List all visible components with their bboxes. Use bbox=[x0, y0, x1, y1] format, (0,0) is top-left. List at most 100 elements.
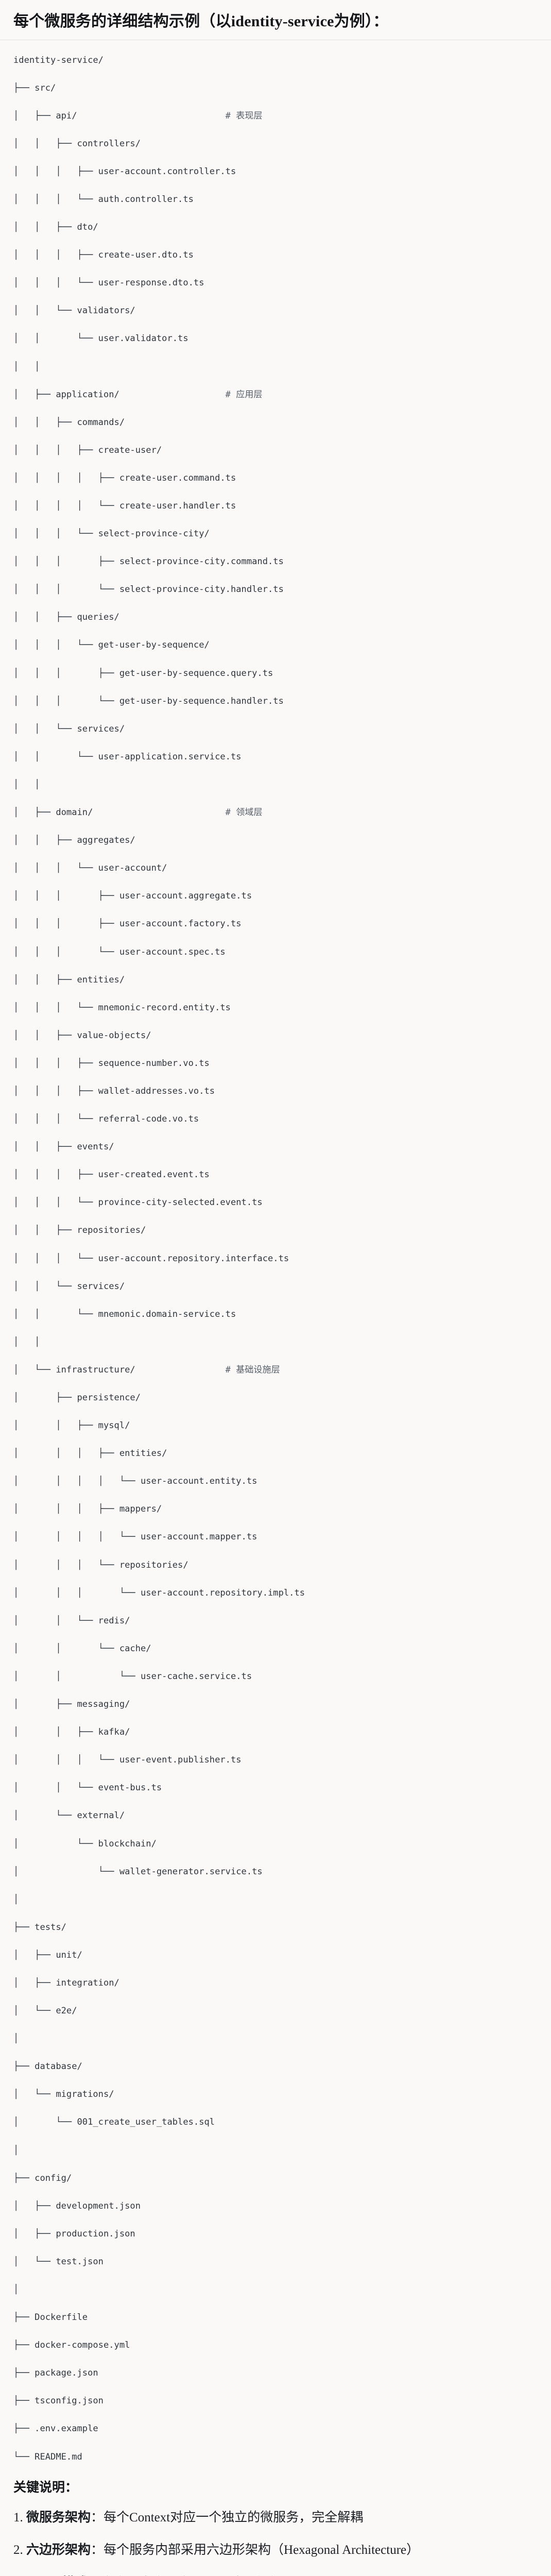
tree-line: │ │ │ └── user-event.publisher.ts bbox=[13, 1753, 538, 1767]
tree-line-text: │ │ └── user-application.service.ts bbox=[13, 752, 242, 762]
tree-line-text: │ │ ├── repositories/ bbox=[13, 1225, 146, 1235]
tree-line: │ bbox=[13, 2032, 538, 2046]
tree-line: ├── config/ bbox=[13, 2172, 538, 2185]
tree-line-text: │ ├── domain/ bbox=[13, 807, 93, 818]
tree-line-text: ├── database/ bbox=[13, 2061, 82, 2072]
tree-line-text: │ │ ├── mysql/ bbox=[13, 1420, 130, 1431]
tree-line: │ │ │ └── user-account.repository.impl.t… bbox=[13, 1586, 538, 1600]
tree-line-text: ├── docker-compose.yml bbox=[13, 2340, 130, 2350]
tree-line-text: │ │ └── mnemonic.domain-service.ts bbox=[13, 1309, 236, 1319]
tree-line-text: │ │ ├── aggregates/ bbox=[13, 835, 135, 845]
tree-line: │ │ │ ├── mappers/ bbox=[13, 1502, 538, 1516]
tree-line: │ │ ├── events/ bbox=[13, 1140, 538, 1154]
tree-line: │ ├── development.json bbox=[13, 2199, 538, 2213]
tree-line-text: │ │ ├── kafka/ bbox=[13, 1727, 130, 1737]
tree-line-text: │ │ │ └── get-user-by-sequence/ bbox=[13, 640, 210, 650]
tree-line-text: ├── src/ bbox=[13, 83, 56, 93]
directory-tree: identity-service/ ├── src/ │ ├── api/ # … bbox=[13, 54, 538, 2464]
tree-line-text: │ └── test.json bbox=[13, 2257, 104, 2267]
tree-line: │ bbox=[13, 2283, 538, 2297]
tree-line-text: │ ├── persistence/ bbox=[13, 1393, 141, 1403]
tree-line: │ │ │ │ └── create-user.handler.ts bbox=[13, 499, 538, 513]
tree-line-text: │ │ ├── events/ bbox=[13, 1142, 114, 1152]
tree-line: │ │ ├── entities/ bbox=[13, 973, 538, 987]
tree-line-text: │ ├── api/ bbox=[13, 111, 77, 121]
tree-line: │ └── blockchain/ bbox=[13, 1837, 538, 1851]
tree-line: │ │ └── mnemonic.domain-service.ts bbox=[13, 1308, 538, 1321]
tree-line: identity-service/ bbox=[13, 54, 538, 67]
key-point-item: 1. 微服务架构：每个Context对应一个独立的微服务，完全解耦 bbox=[13, 2508, 538, 2528]
tree-line: │ └── infrastructure/ # 基础设施层 bbox=[13, 1363, 538, 1377]
tree-line-text: └── README.md bbox=[13, 2452, 82, 2462]
tree-line: │ │ └── cache/ bbox=[13, 1642, 538, 1656]
tree-line-text: │ │ │ ├── user-account.controller.ts bbox=[13, 166, 236, 177]
tree-line-text: │ │ └── validators/ bbox=[13, 306, 135, 316]
tree-line: │ ├── domain/ # 领域层 bbox=[13, 806, 538, 820]
tree-line: │ │ └── user.validator.ts bbox=[13, 332, 538, 346]
tree-line-text: │ │ │ ├── user-created.event.ts bbox=[13, 1170, 210, 1180]
tree-line-text: │ │ └── redis/ bbox=[13, 1616, 130, 1626]
tree-line: ├── docker-compose.yml bbox=[13, 2338, 538, 2352]
tree-line-text: │ │ ├── queries/ bbox=[13, 612, 119, 622]
tree-line: │ │ │ └── repositories/ bbox=[13, 1558, 538, 1572]
tree-line-text: │ │ │ └── auth.controller.ts bbox=[13, 194, 194, 205]
tree-line: │ │ │ └── user-account/ bbox=[13, 861, 538, 875]
key-point-separator: ： bbox=[91, 2543, 104, 2557]
tree-line: │ │ │ │ └── user-account.entity.ts bbox=[13, 1475, 538, 1488]
tree-line: │ bbox=[13, 1893, 538, 1907]
key-point-number: 2. bbox=[13, 2543, 26, 2557]
tree-line-text: │ │ │ ├── select-province-city.command.t… bbox=[13, 556, 284, 567]
tree-line-text: │ │ │ ├── sequence-number.vo.ts bbox=[13, 1058, 210, 1069]
tree-line-text: │ │ ├── entities/ bbox=[13, 975, 125, 985]
tree-line-pad bbox=[135, 1365, 226, 1375]
tree-line-text: │ │ bbox=[13, 362, 40, 372]
tree-line-text: │ │ │ └── user-account/ bbox=[13, 863, 167, 873]
tree-line: │ └── test.json bbox=[13, 2255, 538, 2269]
tree-line: │ │ │ ├── entities/ bbox=[13, 1447, 538, 1461]
tree-line: │ │ └── services/ bbox=[13, 722, 538, 736]
tree-line: │ │ └── event-bus.ts bbox=[13, 1781, 538, 1795]
tree-line: ├── tsconfig.json bbox=[13, 2394, 538, 2408]
tree-line: │ │ │ └── auth.controller.ts bbox=[13, 193, 538, 207]
tree-line-text: │ └── wallet-generator.service.ts bbox=[13, 1867, 263, 1877]
key-point-description: 每个Context对应一个独立的微服务，完全解耦 bbox=[104, 2511, 363, 2524]
tree-line-text: │ bbox=[13, 2284, 19, 2295]
tree-line: │ │ │ ├── create-user.dto.ts bbox=[13, 248, 538, 262]
tree-line-text: │ │ └── user-cache.service.ts bbox=[13, 1671, 252, 1682]
tree-line-text: │ ├── production.json bbox=[13, 2229, 135, 2239]
tree-line: │ │ │ ├── get-user-by-sequence.query.ts bbox=[13, 667, 538, 681]
tree-line-text: │ ├── development.json bbox=[13, 2201, 141, 2211]
tree-line: │ │ │ └── referral-code.vo.ts bbox=[13, 1112, 538, 1126]
tree-line: │ │ ├── mysql/ bbox=[13, 1419, 538, 1433]
tree-line-text: │ │ │ │ └── user-account.entity.ts bbox=[13, 1476, 257, 1486]
tree-line-text: │ bbox=[13, 2145, 19, 2156]
tree-line-comment: # 领域层 bbox=[226, 807, 263, 818]
tree-line: │ └── 001_create_user_tables.sql bbox=[13, 2115, 538, 2129]
tree-line: │ │ │ ├── sequence-number.vo.ts bbox=[13, 1057, 538, 1071]
tree-line: │ │ bbox=[13, 1335, 538, 1349]
key-points-list: 1. 微服务架构：每个Context对应一个独立的微服务，完全解耦 2. 六边形架… bbox=[13, 2508, 538, 2576]
tree-line: │ │ │ └── province-city-selected.event.t… bbox=[13, 1196, 538, 1210]
tree-line: │ │ │ └── user-account.repository.interf… bbox=[13, 1252, 538, 1266]
page-title: 每个微服务的详细结构示例（以identity-service为例）： bbox=[0, 0, 551, 40]
tree-line: │ ├── persistence/ bbox=[13, 1391, 538, 1405]
tree-line-text: │ │ bbox=[13, 779, 40, 790]
tree-line: │ │ ├── queries/ bbox=[13, 611, 538, 624]
tree-line-text: │ │ └── event-bus.ts bbox=[13, 1783, 162, 1793]
tree-line-text: │ │ │ └── select-province-city.handler.t… bbox=[13, 584, 284, 595]
tree-line-text: │ │ │ │ └── user-account.mapper.ts bbox=[13, 1532, 257, 1542]
tree-line-text: │ │ bbox=[13, 1337, 40, 1347]
tree-line: │ │ └── services/ bbox=[13, 1280, 538, 1294]
tree-line-pad bbox=[119, 389, 226, 400]
tree-line: │ │ │ ├── user-account.aggregate.ts bbox=[13, 889, 538, 903]
tree-line: │ ├── unit/ bbox=[13, 1948, 538, 1962]
tree-line: │ │ │ │ ├── create-user.command.ts bbox=[13, 471, 538, 485]
tree-line: │ ├── messaging/ bbox=[13, 1698, 538, 1711]
key-point-term: 六边形架构 bbox=[26, 2543, 91, 2557]
tree-line: ├── .env.example bbox=[13, 2422, 538, 2436]
tree-line-text: │ │ ├── commands/ bbox=[13, 417, 125, 428]
tree-line: │ │ │ └── user-response.dto.ts bbox=[13, 276, 538, 290]
tree-line: │ │ ├── repositories/ bbox=[13, 1224, 538, 1238]
